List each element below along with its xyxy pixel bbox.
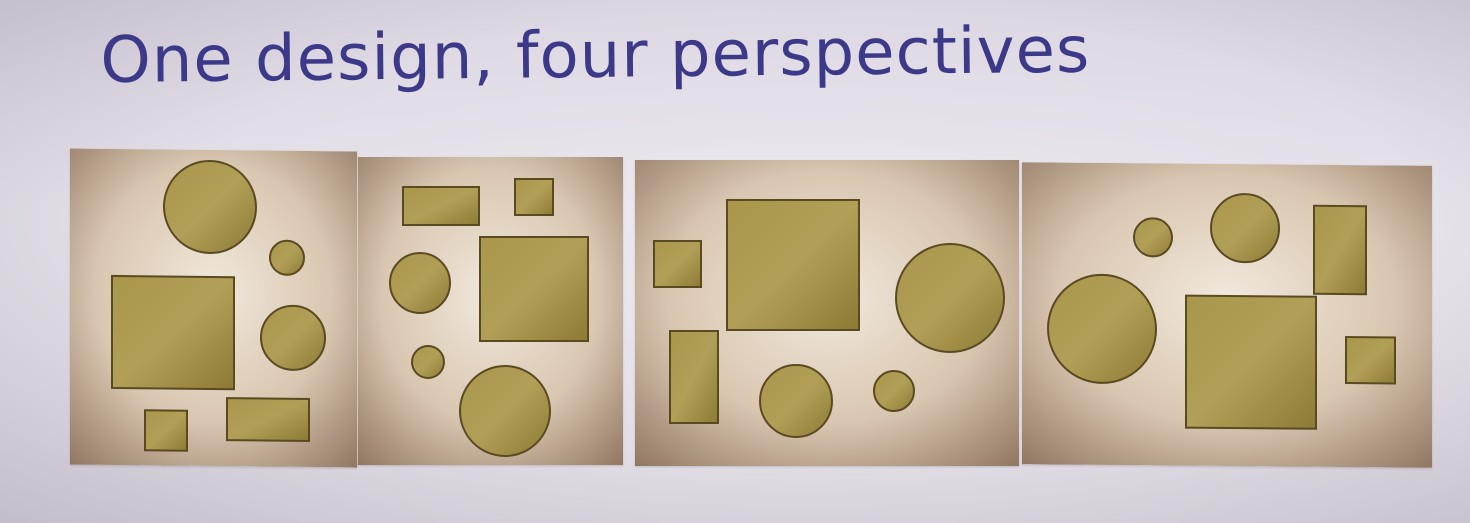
medium-circle xyxy=(760,365,832,437)
rectangle xyxy=(227,398,309,441)
tall-rectangle xyxy=(1314,206,1366,294)
small-circle xyxy=(270,241,304,275)
small-circle xyxy=(1134,218,1172,256)
small-circle xyxy=(412,346,444,378)
perspective-panel-3 xyxy=(635,160,1019,466)
small-square xyxy=(145,410,187,450)
large-circle xyxy=(460,366,550,456)
perspective-panel-2 xyxy=(358,157,623,465)
perspective-panel-4 xyxy=(1022,162,1432,468)
slide-title: One design, four perspectives xyxy=(100,14,1091,98)
small-square xyxy=(515,179,553,215)
large-square xyxy=(112,276,234,389)
large-circle xyxy=(164,160,256,253)
small-circle xyxy=(874,371,914,411)
large-circle xyxy=(896,244,1004,352)
medium-circle xyxy=(1211,194,1279,263)
small-square xyxy=(1346,337,1395,383)
perspective-panel-1 xyxy=(70,148,357,467)
tall-rectangle xyxy=(670,331,718,423)
large-square xyxy=(1186,296,1316,429)
medium-circle xyxy=(390,253,450,313)
large-circle xyxy=(1048,274,1156,383)
large-square xyxy=(727,200,859,330)
medium-circle xyxy=(261,305,325,370)
small-square xyxy=(654,241,701,287)
rectangle xyxy=(403,187,479,225)
large-square xyxy=(480,237,588,341)
